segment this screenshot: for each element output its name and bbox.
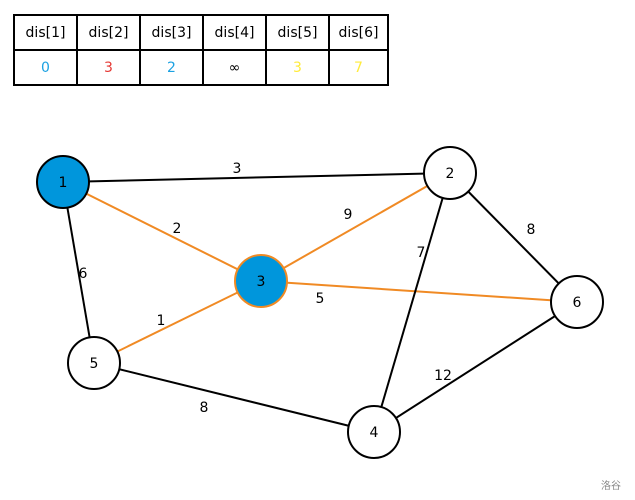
header-dis-4: dis[4] [202,14,267,51]
header-dis-2: dis[2] [76,14,141,51]
header-dis-6: dis[6] [328,14,389,51]
value-dis-4: ∞ [202,49,267,86]
edge-3-2 [260,172,451,282]
edge-1-3 [62,181,262,282]
edge-4-6 [373,301,578,433]
header-dis-3: dis[3] [139,14,204,51]
node-4 [347,405,401,459]
edge-5-4 [93,362,375,433]
edge-weight-3-6: 5 [316,291,325,307]
node-2 [423,146,477,200]
distance-value-row: 0 3 2 ∞ 3 7 [13,49,389,86]
edge-weight-4-6: 12 [434,368,452,384]
node-6 [550,275,604,329]
value-dis-5: 3 [265,49,330,86]
node-label-5: 5 [90,356,99,372]
edge-weight-1-3: 2 [173,221,182,237]
edge-weight-2-6: 8 [527,222,536,238]
edge-weight-1-5: 6 [79,266,88,282]
distance-header-row: dis[1] dis[2] dis[3] dis[4] dis[5] dis[6… [13,14,389,51]
edge-weight-5-4: 8 [200,400,209,416]
node-label-4: 4 [370,425,379,441]
edge-weight-3-5: 1 [157,313,166,329]
node-5 [67,336,121,390]
value-dis-1: 0 [13,49,78,86]
value-dis-2: 3 [76,49,141,86]
edge-weight-1-2: 3 [233,161,242,177]
watermark-text: 洛谷 [601,481,621,492]
node-label-6: 6 [573,295,582,311]
header-dis-1: dis[1] [13,14,78,51]
header-dis-5: dis[5] [265,14,330,51]
node-label-2: 2 [446,166,455,182]
edge-1-5 [62,181,95,364]
node-label-3: 3 [257,274,266,290]
edge-3-5 [93,280,262,364]
node-1 [36,155,90,209]
edge-3-6 [260,280,578,303]
edge-1-2 [62,172,451,183]
edge-2-4 [373,172,451,433]
value-dis-6: 7 [328,49,389,86]
edge-2-6 [449,172,578,303]
edge-weight-2-4: 7 [417,245,426,261]
edge-weight-3-2: 9 [344,207,353,223]
value-dis-3: 2 [139,49,204,86]
node-3 [234,254,288,308]
node-label-1: 1 [59,175,68,191]
distance-table: dis[1] dis[2] dis[3] dis[4] dis[5] dis[6… [13,14,389,86]
